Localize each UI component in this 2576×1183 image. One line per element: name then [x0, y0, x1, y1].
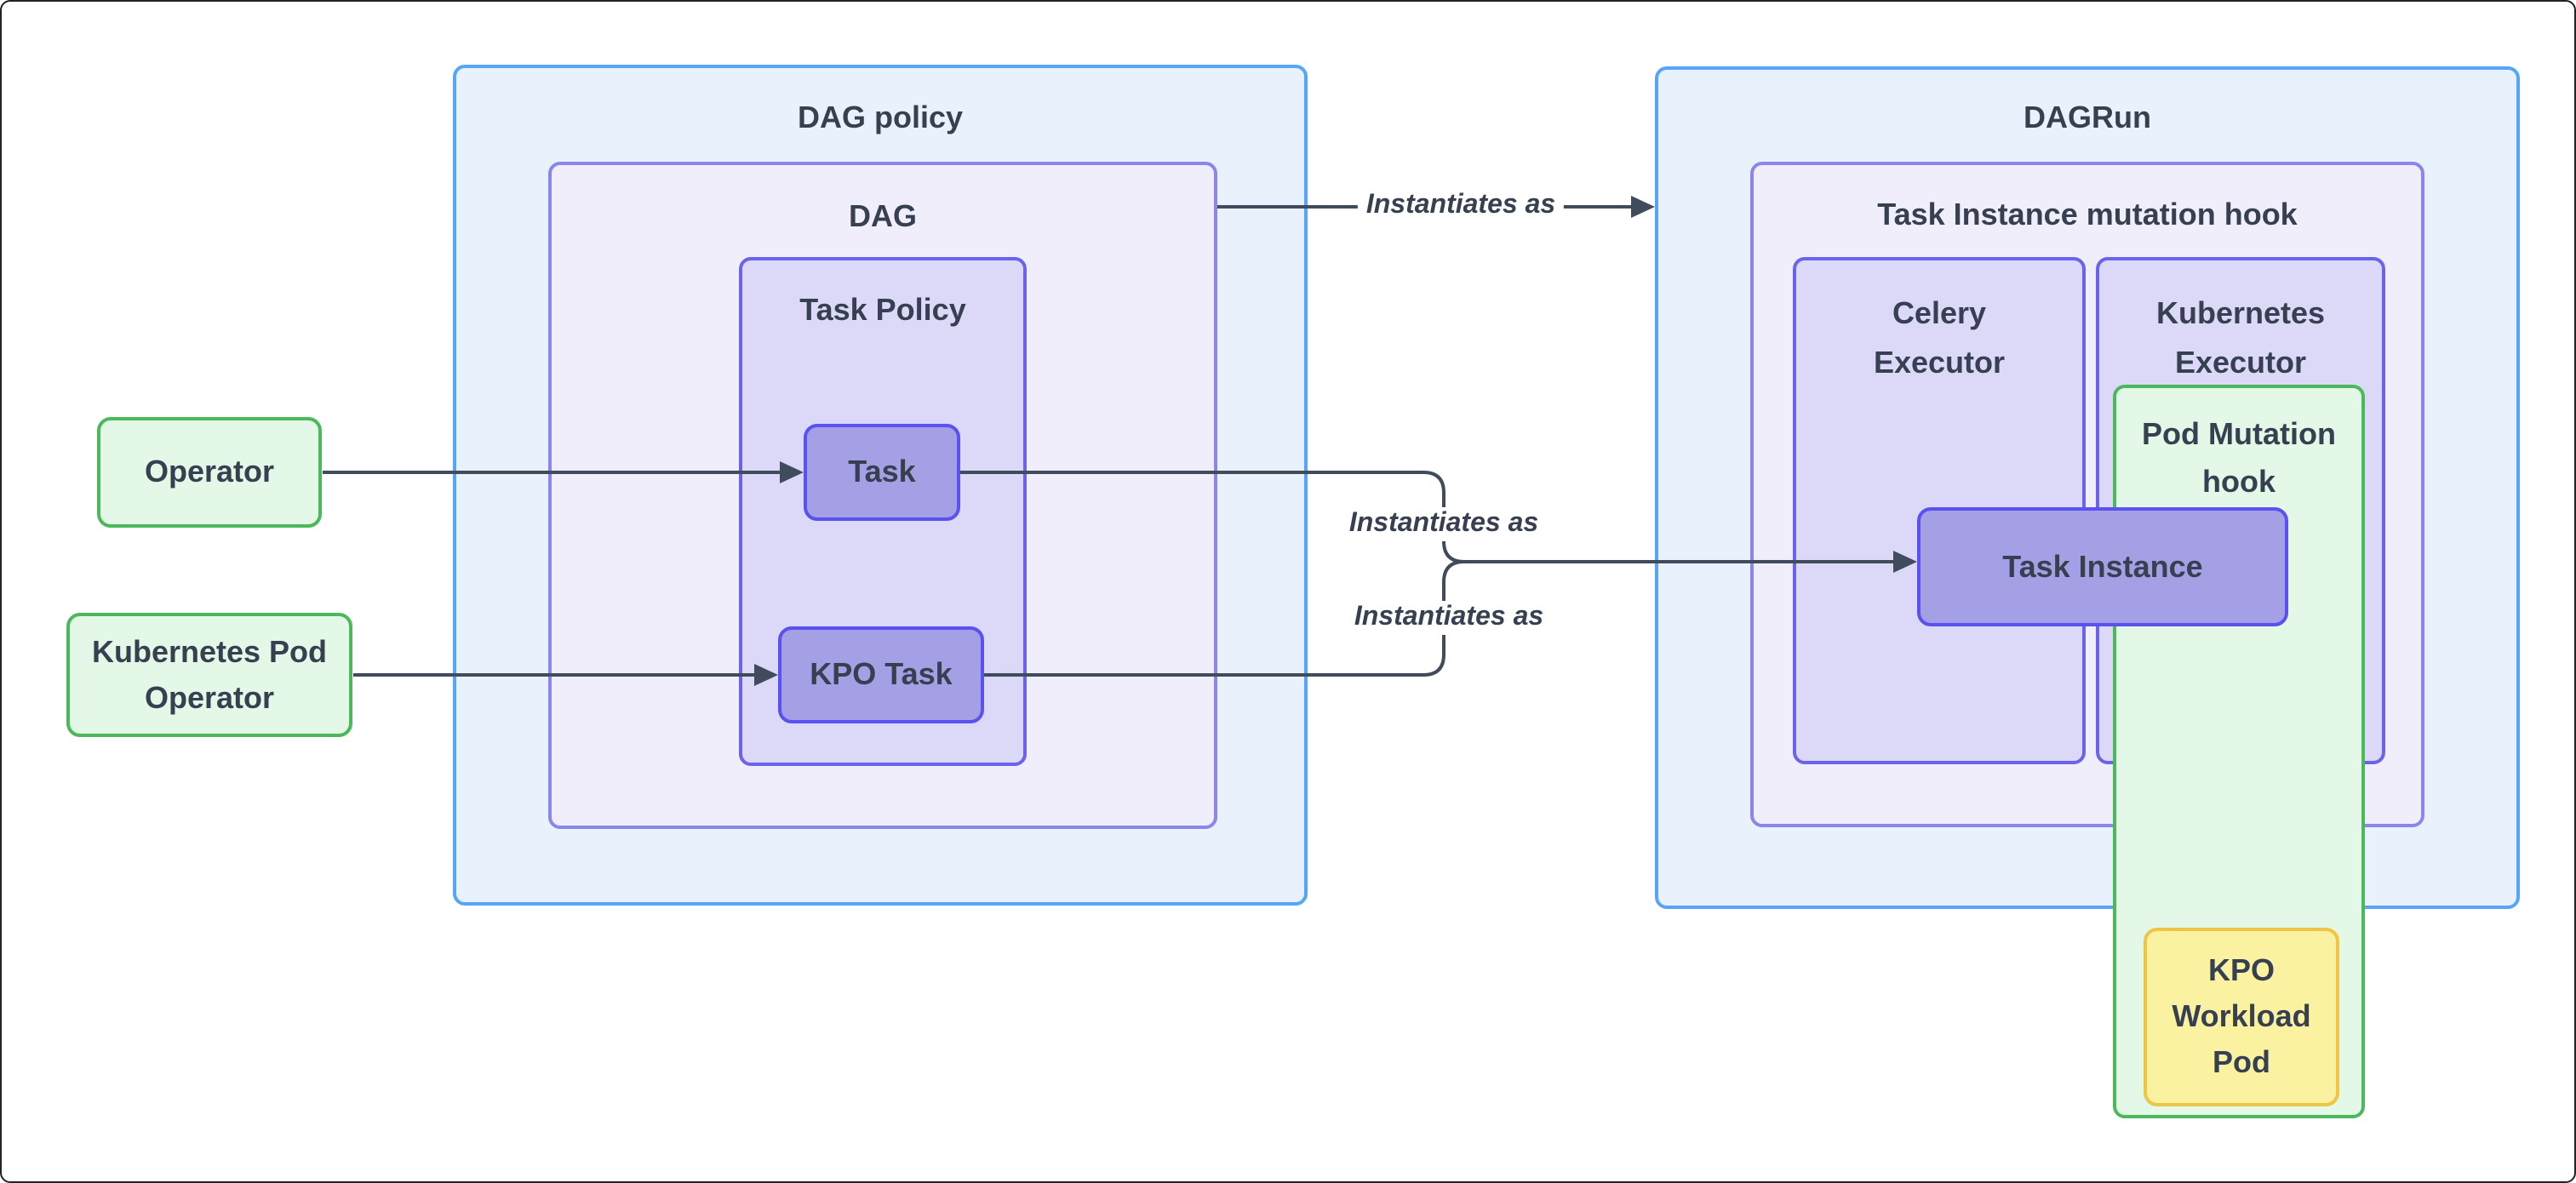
- task-node: Task: [804, 424, 960, 521]
- kubernetes-executor-label: Kubernetes Executor: [2155, 296, 2326, 380]
- celery-executor-label: Celery Executor: [1873, 296, 2006, 380]
- kpo-workload-pod-node-label: KPO Workload Pod: [2172, 953, 2311, 1079]
- task-policy-label: Task Policy: [799, 293, 966, 327]
- pod-mutation-hook-label: Pod Mutation hook: [2142, 417, 2336, 499]
- task-instance-node-label: Task Instance: [2002, 549, 2203, 583]
- task-node-label: Task: [848, 454, 916, 489]
- kpo-task-node-label: KPO Task: [810, 657, 953, 691]
- operator-node: Operator: [97, 417, 322, 528]
- dag-policy-label: DAG policy: [797, 100, 963, 134]
- arrowhead-dagrun: [1631, 196, 1655, 218]
- operator-node-label: Operator: [144, 454, 275, 489]
- dag-label: DAG: [849, 199, 917, 233]
- edge-label-task-to-task-instance: Instantiates as: [1340, 507, 1548, 541]
- dagrun-label: DAGRun: [2024, 100, 2151, 134]
- kubernetes-pod-operator-node: Kubernetes Pod Operator: [66, 613, 352, 737]
- edge-label-dag-to-dagrun: Instantiates as: [1357, 189, 1565, 223]
- edge-label-kpo-task-to-task-instance: Instantiates as: [1345, 601, 1553, 635]
- kpo-workload-pod-node: KPO Workload Pod: [2144, 928, 2339, 1106]
- kubernetes-pod-operator-node-label: Kubernetes Pod Operator: [91, 634, 328, 714]
- kpo-task-node: KPO Task: [778, 626, 984, 723]
- task-instance-mutation-hook-label: Task Instance mutation hook: [1877, 197, 2298, 231]
- task-instance-node: Task Instance: [1917, 507, 2288, 626]
